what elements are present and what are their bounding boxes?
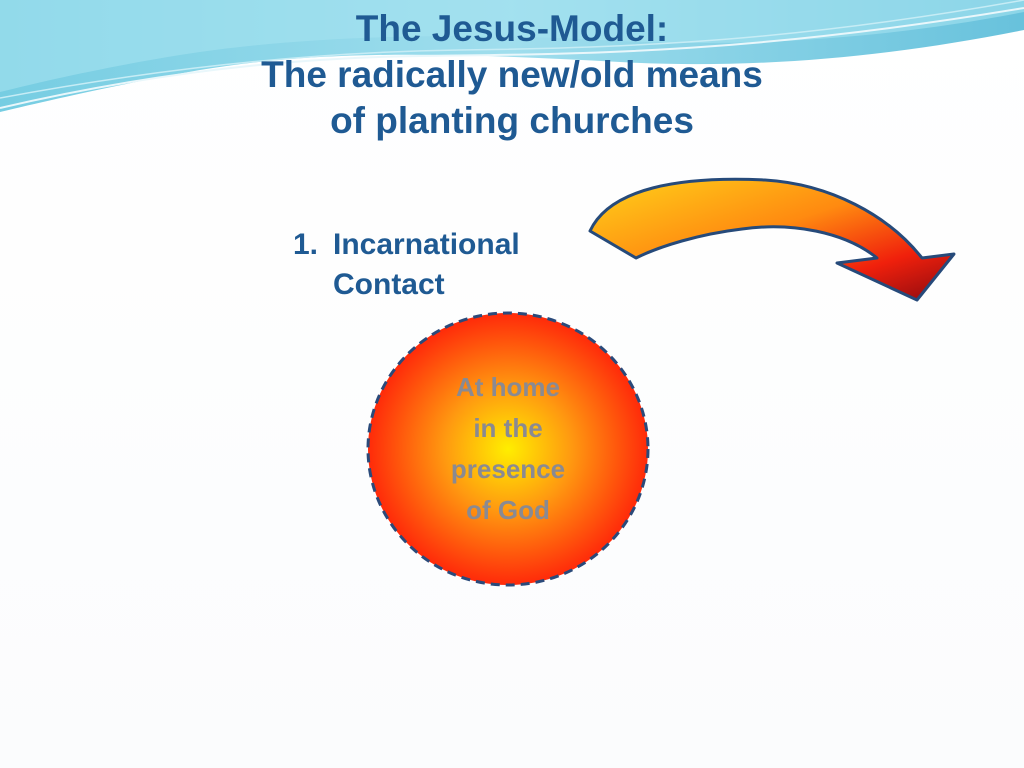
title-line-3: of planting churches	[330, 100, 694, 141]
bullet-number: 1.	[293, 228, 319, 261]
wave-header-decoration	[0, 0, 1024, 112]
slide-title: The Jesus-Model: The radically new/old m…	[150, 6, 874, 144]
bullet-text-line-2: Contact	[333, 268, 445, 301]
title-line-2: The radically new/old means	[261, 54, 763, 95]
bullet-text-line-1: Incarnational	[333, 228, 520, 261]
bullet-text: Incarnational Contact	[333, 225, 593, 305]
title-line-1: The Jesus-Model:	[355, 8, 669, 49]
home-circle	[366, 311, 650, 587]
circle-label: At home in the presence of God	[450, 372, 566, 525]
curved-arrow-icon	[588, 177, 956, 302]
